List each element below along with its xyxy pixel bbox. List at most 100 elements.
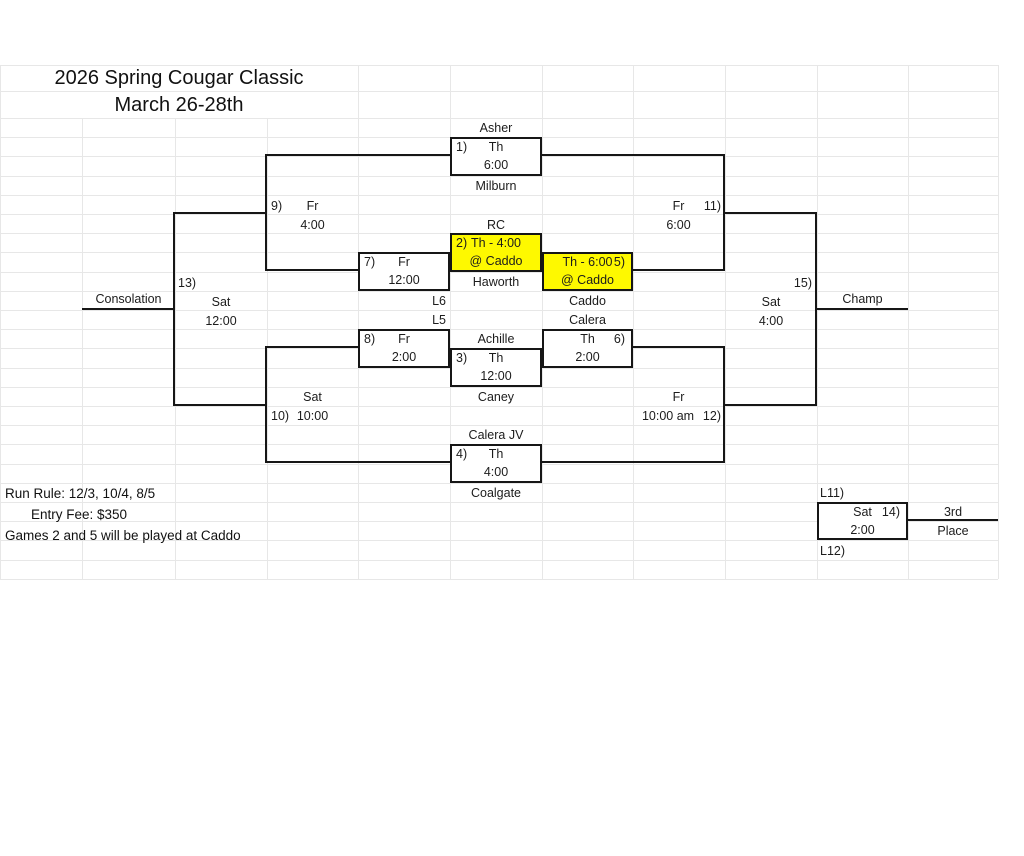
bracket-game15 — [815, 212, 817, 406]
game8-time: 2:00 — [391, 349, 417, 364]
feed-l12: L12) — [820, 544, 846, 558]
grid-column-line — [358, 65, 359, 579]
game14-number: 14) — [881, 505, 900, 519]
game9-number: 9) — [271, 199, 283, 213]
game4-day: Th — [488, 447, 504, 461]
line-champ — [817, 308, 908, 310]
grid-column-line — [82, 118, 83, 579]
game15-number: 15) — [793, 276, 812, 290]
game2-daytime: Th - 4:00 — [470, 236, 522, 250]
venue-note: Games 2 and 5 will be played at Caddo — [5, 528, 241, 543]
game5-venue: @ Caddo — [561, 272, 614, 287]
team-calera-jv: Calera JV — [468, 428, 524, 442]
game3-day: Th — [488, 351, 504, 365]
game3-number: 3) — [456, 351, 468, 365]
line-winner1-to-game11 — [542, 154, 725, 156]
team-caddo: Caddo — [569, 294, 606, 308]
game2-number: 2) — [456, 236, 468, 250]
grid-row-line — [0, 310, 998, 311]
team-asher: Asher — [479, 121, 513, 135]
third-place-label-line1: 3rd — [943, 505, 963, 519]
grid-column-line — [908, 65, 909, 579]
game15-day: Sat — [761, 295, 781, 309]
line-game12-out — [725, 404, 817, 406]
game13-day: Sat — [211, 295, 231, 309]
line-third-place — [908, 519, 998, 521]
game1-box: 1) Th 6:00 — [450, 137, 542, 176]
grid-row-line — [0, 175, 998, 177]
game7-time: 12:00 — [388, 272, 420, 287]
grid-column-line — [817, 65, 818, 579]
game3-box: 3) Th 12:00 — [450, 348, 542, 387]
game8-box: 8) Fr 2:00 — [358, 329, 450, 368]
game1-number: 1) — [456, 140, 468, 154]
grid-column-line — [175, 118, 176, 579]
game14-time: 2:00 — [850, 522, 875, 537]
game1-time: 6:00 — [483, 157, 509, 172]
bracket-game10 — [265, 346, 267, 463]
bracket-game13 — [173, 212, 175, 406]
grid-row-line — [0, 578, 998, 580]
line-game10-out — [175, 404, 267, 406]
game8-day: Fr — [398, 332, 410, 346]
game9-time: 4:00 — [300, 218, 325, 232]
grid-column-line — [725, 65, 726, 579]
game4-box: 4) Th 4:00 — [450, 444, 542, 483]
grid-column-line — [633, 65, 634, 579]
grid-column-line — [450, 65, 451, 579]
grid-row-line — [0, 482, 998, 484]
grid-row-line — [0, 118, 998, 119]
grid-row-line — [0, 502, 998, 503]
game14-day: Sat — [853, 505, 872, 519]
game8-number: 8) — [364, 332, 376, 346]
third-place-label-line2: Place — [937, 524, 969, 538]
feed-l6: L6 — [432, 294, 446, 308]
grid-row-line — [0, 540, 998, 542]
feed-l11: L11) — [820, 486, 845, 500]
grid-row-line — [0, 329, 998, 331]
grid-row-line — [0, 271, 998, 273]
entry-fee-note: Entry Fee: $350 — [31, 507, 128, 522]
game13-time: 12:00 — [205, 314, 237, 328]
game1-day: Th — [488, 140, 504, 154]
line-game11-out — [725, 212, 817, 214]
team-calera: Calera — [569, 313, 606, 327]
bracket-game12 — [723, 346, 725, 463]
team-rc: RC — [486, 218, 506, 232]
grid-column-line — [267, 118, 268, 579]
game4-time: 4:00 — [483, 464, 509, 479]
game15-time: 4:00 — [758, 314, 784, 328]
grid-column-line — [542, 65, 543, 579]
line-winner4-to-game12 — [542, 461, 725, 463]
team-caney: Caney — [477, 390, 515, 404]
grid-row-line — [0, 290, 998, 292]
game7-number: 7) — [364, 255, 376, 269]
line-consolation-champ — [82, 308, 175, 310]
bracket-game11 — [723, 154, 725, 271]
team-achille: Achille — [477, 332, 515, 346]
grid-row-line — [0, 214, 998, 215]
consolation-label: Consolation — [95, 292, 162, 306]
game12-time: 10:00 am — [641, 409, 695, 423]
game12-number: 12) — [702, 409, 721, 423]
game3-time: 12:00 — [480, 368, 512, 383]
feed-l5: L5 — [432, 313, 446, 327]
team-milburn: Milburn — [475, 179, 517, 193]
grid-row-line — [0, 559, 998, 561]
tournament-dates: March 26-28th — [114, 94, 244, 116]
grid-row-line — [0, 194, 998, 196]
game2-venue: @ Caddo — [469, 253, 523, 268]
game2-box-highlighted: 2)Th - 4:00 @ Caddo — [450, 233, 542, 272]
grid-row-line — [0, 425, 998, 427]
game12-day: Fr — [672, 390, 685, 404]
bracket-game9 — [265, 154, 267, 271]
game4-number: 4) — [456, 447, 468, 461]
team-coalgate: Coalgate — [470, 486, 522, 500]
game5-daytime: Th - 6:00 — [562, 255, 613, 269]
line-loser4-to-game10 — [267, 461, 450, 463]
game6-time: 2:00 — [575, 349, 600, 364]
grid-column-line — [998, 65, 999, 579]
